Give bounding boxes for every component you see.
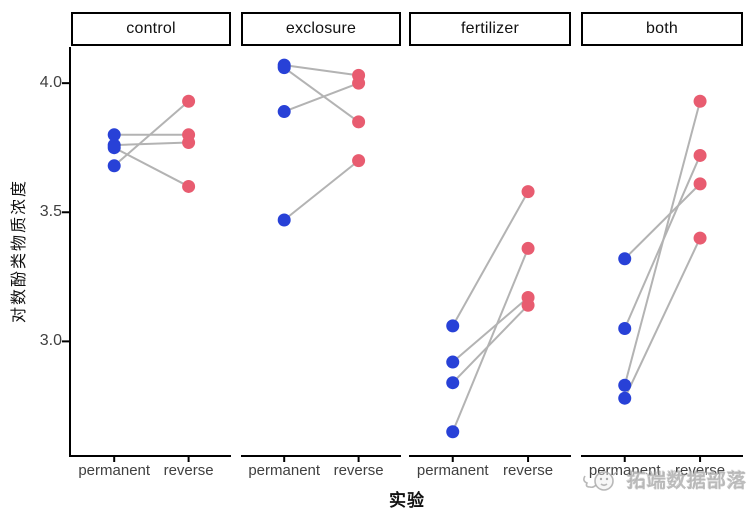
data-point-permanent bbox=[446, 319, 460, 333]
data-point-reverse bbox=[693, 94, 707, 108]
data-point-permanent bbox=[618, 378, 632, 392]
y-tick-mark bbox=[62, 211, 69, 214]
pair-connector-line bbox=[114, 141, 189, 147]
facet-strip-label: control bbox=[126, 20, 176, 37]
data-point-permanent bbox=[277, 61, 291, 75]
x-tick-mark bbox=[623, 457, 626, 462]
facet-strip-exclosure: exclosure bbox=[241, 12, 401, 46]
data-point-permanent bbox=[446, 376, 460, 390]
data-point-permanent bbox=[618, 252, 632, 266]
data-point-permanent bbox=[107, 159, 121, 173]
x-tick-mark bbox=[699, 457, 702, 462]
y-tick-mark bbox=[62, 340, 69, 343]
x-tick-label-permanent: permanent bbox=[248, 462, 321, 479]
data-point-reverse bbox=[352, 76, 366, 90]
data-point-permanent bbox=[446, 425, 460, 439]
pair-connector-line bbox=[451, 248, 529, 433]
facet-strip-label: fertilizer bbox=[460, 20, 519, 37]
x-tick-mark bbox=[357, 457, 360, 462]
x-tick-label-reverse: reverse bbox=[333, 462, 384, 479]
x-tick-mark bbox=[527, 457, 530, 462]
pair-connector-line bbox=[284, 64, 359, 77]
data-point-permanent bbox=[277, 105, 291, 119]
data-point-reverse bbox=[182, 136, 196, 150]
pair-connector-line bbox=[113, 100, 190, 167]
data-point-permanent bbox=[618, 321, 632, 335]
data-point-permanent bbox=[277, 213, 291, 227]
data-point-reverse bbox=[693, 148, 707, 162]
facet-strip-label: exclosure bbox=[285, 20, 357, 37]
x-axis-line bbox=[241, 455, 401, 457]
pair-connector-line bbox=[624, 183, 701, 260]
facet-strip-both: both bbox=[581, 12, 743, 46]
y-tick-mark bbox=[62, 82, 69, 85]
pair-connector-line bbox=[283, 82, 359, 113]
x-axis-line bbox=[69, 455, 231, 457]
x-tick-mark bbox=[113, 457, 116, 462]
y-tick-label: 4.0 bbox=[39, 74, 62, 92]
data-point-reverse bbox=[693, 177, 707, 191]
data-point-reverse bbox=[182, 179, 196, 193]
data-point-reverse bbox=[521, 298, 535, 312]
pair-connector-line bbox=[283, 159, 360, 221]
y-axis-title: 对数酚类物质浓度 bbox=[11, 178, 28, 324]
y-tick-label: 3.5 bbox=[39, 203, 62, 221]
x-axis-title: 实验 bbox=[389, 491, 425, 510]
pair-connector-line bbox=[623, 237, 701, 399]
pair-connector-line bbox=[283, 66, 360, 123]
data-point-reverse bbox=[521, 241, 535, 255]
data-point-permanent bbox=[107, 128, 121, 142]
x-axis-line bbox=[581, 455, 743, 457]
pair-connector-line bbox=[452, 304, 529, 384]
facet-strip-control: control bbox=[71, 12, 231, 46]
y-axis-line bbox=[69, 47, 71, 457]
x-tick-label-reverse: reverse bbox=[163, 462, 214, 479]
pair-connector-line bbox=[451, 191, 529, 327]
x-tick-label-permanent: permanent bbox=[416, 462, 489, 479]
data-point-permanent bbox=[446, 355, 460, 369]
data-point-reverse bbox=[352, 154, 366, 168]
pair-connector-line bbox=[623, 100, 702, 386]
x-tick-label-reverse: reverse bbox=[503, 462, 554, 479]
data-point-reverse bbox=[521, 185, 535, 199]
facet-strip-label: both bbox=[646, 20, 678, 37]
x-tick-mark bbox=[451, 457, 454, 462]
x-tick-label-permanent: permanent bbox=[588, 462, 661, 479]
x-tick-mark bbox=[283, 457, 286, 462]
data-point-reverse bbox=[693, 231, 707, 245]
data-point-permanent bbox=[107, 141, 121, 155]
pair-connector-line bbox=[452, 296, 529, 363]
y-tick-label: 3.0 bbox=[39, 332, 62, 350]
data-point-reverse bbox=[182, 94, 196, 108]
x-tick-mark bbox=[187, 457, 190, 462]
x-tick-label-permanent: permanent bbox=[78, 462, 151, 479]
x-axis-line bbox=[409, 455, 571, 457]
pair-connector-line bbox=[113, 146, 190, 188]
x-tick-label-reverse: reverse bbox=[675, 462, 726, 479]
data-point-reverse bbox=[352, 115, 366, 129]
facet-strip-fertilizer: fertilizer bbox=[409, 12, 571, 46]
data-point-permanent bbox=[618, 391, 632, 405]
